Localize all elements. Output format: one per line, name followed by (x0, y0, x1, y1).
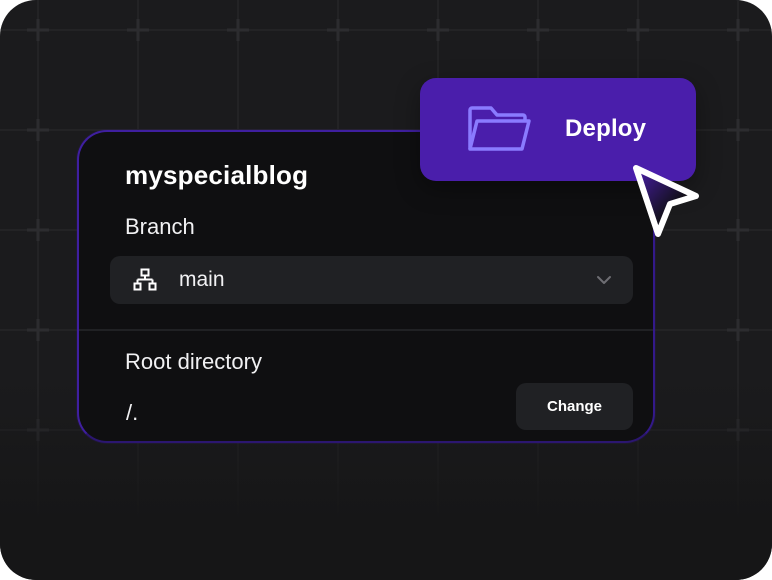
project-config-card: myspecialblog Branch main Root directory… (77, 130, 655, 443)
project-name: myspecialblog (125, 160, 309, 190)
section-divider (79, 329, 653, 331)
branch-label: Branch (125, 214, 195, 239)
deploy-button[interactable]: Deploy (420, 78, 696, 181)
change-root-directory-button[interactable]: Change (516, 383, 633, 430)
branch-value: main (179, 268, 225, 291)
root-directory-value: /. (126, 400, 139, 425)
deploy-label: Deploy (565, 115, 647, 142)
folder-open-icon (468, 106, 531, 151)
branch-select[interactable]: main (110, 256, 633, 304)
cursor-arrow-icon (633, 165, 699, 237)
chevron-down-icon (597, 276, 611, 284)
branch-network-icon (133, 268, 157, 291)
root-directory-label: Root directory (125, 349, 262, 374)
